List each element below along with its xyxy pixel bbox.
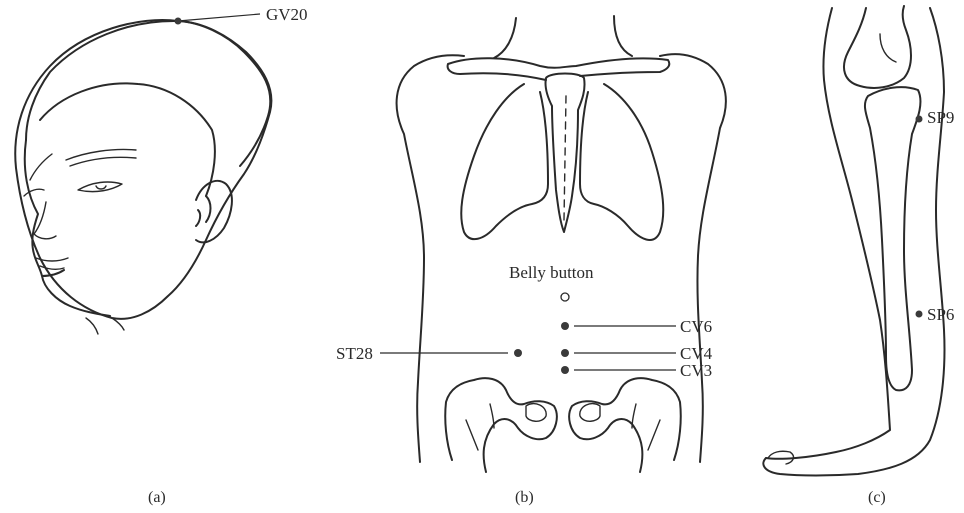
hair-parting <box>40 83 215 196</box>
torso-outline-right <box>660 54 726 462</box>
caption-b: (b) <box>515 489 534 506</box>
lung-left <box>461 84 548 239</box>
pelvis-left-inner <box>466 404 546 450</box>
tibia <box>865 87 921 390</box>
sp6-point <box>916 311 923 318</box>
sp6-label: SP6 <box>927 305 954 324</box>
st28-point <box>514 349 522 357</box>
torso-outline-left <box>397 55 464 462</box>
cv4-point <box>561 349 569 357</box>
nose <box>34 202 56 239</box>
gv20-label: GV20 <box>266 5 308 24</box>
pelvis-left <box>445 378 557 472</box>
panel-b-torso: Belly button CV6 ST28 CV4 CV3 (b) <box>336 16 726 506</box>
belly-button-point <box>561 293 569 301</box>
eye-left <box>24 189 44 196</box>
neck <box>86 318 124 334</box>
pelvis-right <box>569 378 681 472</box>
brow-right <box>66 149 136 166</box>
hair-outline <box>26 21 270 166</box>
panel-a-head: GV20 (a) <box>15 5 307 506</box>
leg-outline-front <box>763 8 944 476</box>
cv6-label: CV6 <box>680 317 712 336</box>
sp9-label: SP9 <box>927 108 954 127</box>
neck-line-right <box>614 16 632 56</box>
eye-right <box>78 182 122 192</box>
sp9-point <box>916 116 923 123</box>
mouth <box>36 258 68 269</box>
patella <box>880 34 896 62</box>
cv3-point <box>561 366 569 374</box>
st28-label: ST28 <box>336 344 373 363</box>
cv6-point <box>561 322 569 330</box>
neck-line-left <box>494 18 516 58</box>
pelvis-right-inner <box>580 404 660 450</box>
brow-left <box>30 154 52 180</box>
caption-c: (c) <box>868 489 886 506</box>
femur-condyle <box>844 6 911 88</box>
leg-outline-back <box>766 8 890 459</box>
lung-right <box>580 84 663 240</box>
gv20-point <box>175 18 182 25</box>
gv20-pointer <box>178 14 260 21</box>
panel-c-leg: SP9 SP6 (c) <box>763 6 954 506</box>
collarbones <box>448 58 670 80</box>
sternum-midline <box>564 96 566 220</box>
belly-button-label: Belly button <box>509 263 594 282</box>
caption-a: (a) <box>148 489 166 506</box>
cv3-label: CV3 <box>680 361 712 380</box>
ear <box>196 181 232 242</box>
